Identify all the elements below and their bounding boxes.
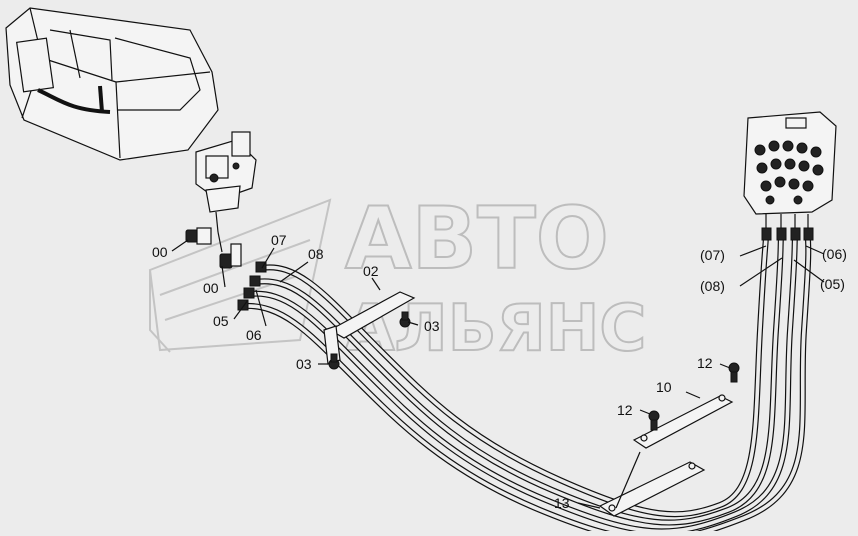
- bolt-03-right: [399, 311, 411, 328]
- leader-valve-to-adapter: [217, 231, 223, 253]
- watermark-line1: АВТО: [345, 189, 609, 289]
- adapter-fitting-lower: [219, 243, 242, 269]
- label-08-ref: (08): [700, 278, 725, 294]
- label-07: 07: [271, 232, 287, 248]
- label-07-ref: (07): [700, 247, 725, 263]
- label-03-left: 03: [296, 356, 312, 372]
- leader-lines: [171, 239, 825, 509]
- label-05-ref: (05): [820, 276, 845, 292]
- bracket-13: [598, 461, 706, 517]
- label-13: 13: [554, 495, 570, 511]
- part-labels: 00 00 05 06 07 08 02 03 03 10 12 12 13 (…: [152, 232, 847, 511]
- bolt-12-upper: [728, 362, 740, 383]
- plate-10: [632, 394, 734, 449]
- bolt-12-lower: [648, 410, 660, 431]
- label-02: 02: [363, 263, 379, 279]
- hose-bundle: [237, 227, 814, 536]
- watermark: АВТО АЛЬЯНС: [148, 188, 647, 367]
- label-00-lower: 00: [203, 280, 219, 296]
- label-06-ref: (06): [822, 246, 847, 262]
- label-08: 08: [308, 246, 324, 262]
- solenoid-valve-assembly: [195, 131, 257, 233]
- pilot-valve-block: [743, 111, 837, 228]
- label-12-lower: 12: [617, 402, 633, 418]
- label-05: 05: [213, 313, 229, 329]
- label-10: 10: [656, 379, 672, 395]
- pilot-block-ports: [754, 140, 824, 205]
- label-06: 06: [246, 327, 262, 343]
- bolt-03-left: [328, 353, 340, 370]
- label-12-upper: 12: [697, 355, 713, 371]
- adapter-fitting-upper: [185, 227, 212, 245]
- excavator-cab-illustration: [5, 7, 219, 161]
- watermark-emblem: [148, 198, 332, 353]
- label-03-right: 03: [424, 318, 440, 334]
- label-00-upper: 00: [152, 244, 168, 260]
